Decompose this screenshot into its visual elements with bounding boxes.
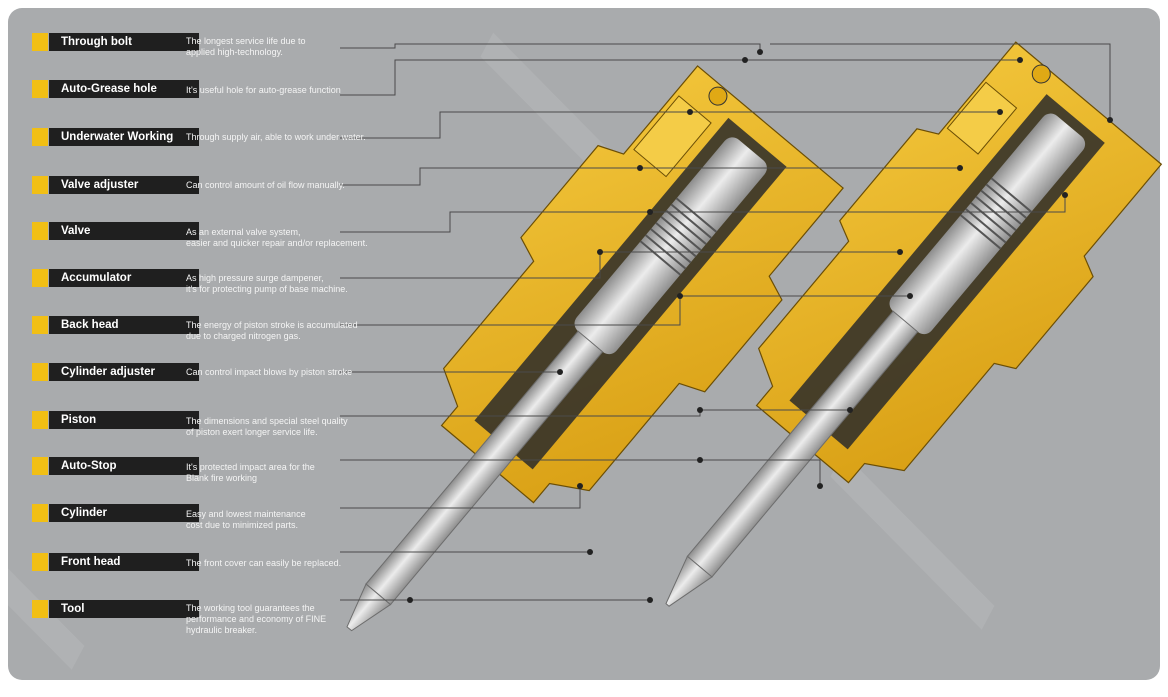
desc-line: of piston exert longer service life. [186,427,318,437]
leader-dots [407,49,1113,603]
breaker-left [346,65,844,632]
part-label: Accumulator [49,269,199,287]
accent-tab [32,504,48,522]
part-desc-valve-adjuster: Can control amount of oil flow manually. [186,180,345,191]
accent-tab [32,363,48,381]
through-bolt-head-right [1031,64,1051,84]
desc-line: cost due to minimized parts. [186,520,299,530]
accent-tab [32,600,48,618]
tool-tip-left [346,583,392,632]
desc-line: Can control amount of oil flow manually. [186,180,345,190]
part-label: Auto-Grease hole [49,80,199,98]
desc-line: easier and quicker repair and/or replace… [186,238,368,248]
desc-line: It's useful hole for auto-grease functio… [186,85,341,95]
part-label: Through bolt [49,33,199,51]
part-label: Cylinder adjuster [49,363,199,381]
desc-line: hydraulic breaker. [186,625,258,635]
desc-line: Blank fire working [186,473,258,483]
accent-tab [32,33,48,51]
part-label: Valve [49,222,199,240]
part-label: Cylinder [49,504,199,522]
desc-line: The energy of piston stroke is accumulat… [186,320,358,330]
desc-line: The front cover can easily be replaced. [186,558,342,568]
desc-line: As an external valve system, [186,227,301,237]
desc-line: The longest service life due to [186,36,306,46]
leader-lines [340,43,1111,601]
accent-tab [32,316,48,334]
desc-line: due to charged nitrogen gas. [186,331,301,341]
desc-line: Easy and lowest maintenance [186,509,306,519]
part-desc-auto-stop: It's protected impact area for the Blank… [186,462,315,484]
part-desc-valve: As an external valve system, easier and … [186,227,368,249]
part-label: Valve adjuster [49,176,199,194]
part-label: Back head [49,316,199,334]
desc-line: performance and economy of FINE [186,614,327,624]
tool-tip-right [665,555,713,607]
desc-line: As high pressure surge dampener, [186,273,324,283]
part-desc-piston: The dimensions and special steel quality… [186,416,348,438]
accent-tab [32,128,48,146]
accent-tab [32,553,48,571]
accent-tab [32,222,48,240]
part-desc-front-head: The front cover can easily be replaced. [186,558,341,569]
desc-line: It's protected impact area for the [186,462,315,472]
desc-line: The dimensions and special steel quality [186,416,348,426]
part-label: Auto-Stop [49,457,199,475]
valve-block-left [633,95,712,178]
accent-tab [32,269,48,287]
part-desc-cylinder-adjuster: Can control impact blows by piston strok… [186,367,352,378]
accent-tab [32,176,48,194]
part-label: Front head [49,553,199,571]
part-label: Tool [49,600,199,618]
desc-line: The working tool guarantees the [186,603,315,613]
piston-right [889,113,1086,335]
desc-line: Through supply air, able to work under w… [186,132,366,142]
valve-block-right [946,81,1018,155]
part-label: Underwater Working [49,128,199,146]
part-desc-back-head: The energy of piston stroke is accumulat… [186,320,358,342]
desc-line: it's for protecting pump of base machine… [186,284,348,294]
part-desc-underwater-working: Through supply air, able to work under w… [186,132,366,143]
accent-tab [32,80,48,98]
part-desc-accumulator: As high pressure surge dampener, it's fo… [186,273,348,295]
breaker-right [665,41,1163,607]
part-desc-cylinder: Easy and lowest maintenance cost due to … [186,509,306,531]
accent-tab [32,457,48,475]
accent-tab [32,411,48,429]
desc-line: applied high-technology. [186,47,283,57]
part-desc-through-bolt: The longest service life due to applied … [186,36,306,58]
part-label: Piston [49,411,199,429]
part-desc-tool: The working tool guarantees the performa… [186,603,326,636]
part-desc-auto-grease-hole: It's useful hole for auto-grease functio… [186,85,341,96]
desc-line: Can control impact blows by piston strok… [186,367,353,377]
through-bolt-head-left [708,86,728,106]
